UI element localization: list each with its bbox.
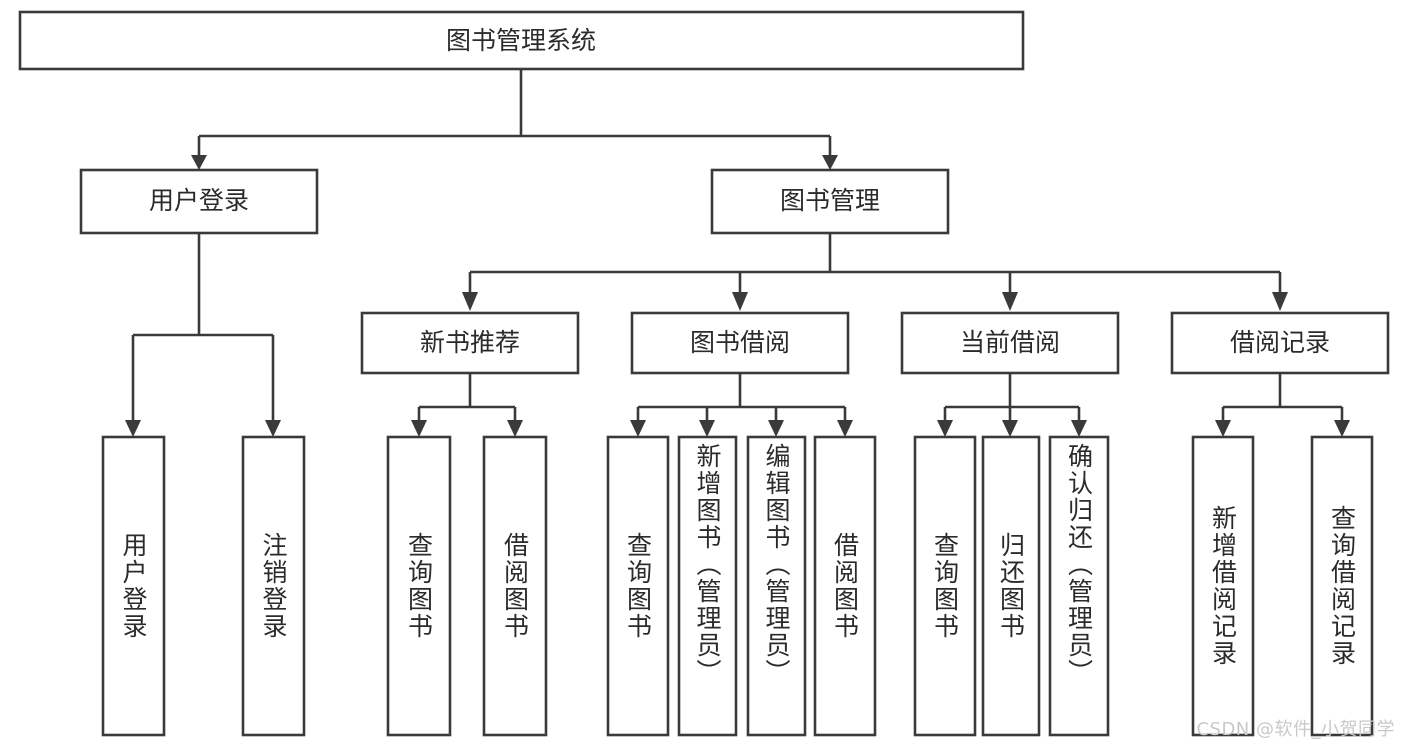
arrowhead-book-borrow (732, 292, 748, 311)
connector-bookmanage-bus (468, 233, 1282, 292)
arrowhead-current-borrow (1002, 292, 1018, 311)
node-new-book-recommend-label: 新书推荐 (420, 328, 520, 357)
arrowhead-leaf-borrow-book-2 (837, 420, 853, 437)
connector-bookborrow-bus (636, 373, 847, 420)
arrowhead-user-login (191, 155, 207, 170)
node-leaf-query-book-2[interactable] (606, 435, 670, 737)
node-leaf-query-book-1[interactable] (386, 435, 452, 737)
arrowhead-leaf-logout-login (265, 420, 281, 437)
node-leaf-borrow-book-1[interactable] (482, 435, 548, 737)
watermark-text: CSDN @软件_小贺同学 (1196, 719, 1395, 740)
node-layer: 图书管理系统 用户登录 图书管理 新书推荐 图书借阅 当前借阅 借阅记录 (18, 10, 1390, 737)
node-root-label: 图书管理系统 (446, 26, 596, 55)
connector-newbook-bus (417, 373, 517, 420)
arrowhead-leaf-add-record (1215, 420, 1231, 437)
arrowhead-leaf-borrow-book-1 (507, 420, 523, 437)
node-leaf-user-login[interactable] (101, 435, 166, 737)
node-book-borrow[interactable] (630, 311, 850, 375)
arrowhead-leaf-user-login (125, 420, 141, 437)
node-current-borrow[interactable] (900, 311, 1120, 375)
arrowhead-new-book-recommend (462, 292, 478, 311)
node-leaf-edit-book[interactable] (746, 435, 807, 737)
connector-currentborrow-bus (943, 373, 1081, 420)
arrowhead-book-manage (822, 155, 838, 170)
node-user-login[interactable] (79, 168, 319, 235)
node-leaf-add-record[interactable] (1191, 435, 1255, 737)
connector-userlogin-bus (131, 233, 275, 420)
node-current-borrow-label: 当前借阅 (960, 328, 1060, 357)
node-borrow-record-label: 借阅记录 (1230, 328, 1330, 357)
arrowhead-leaf-edit-book (768, 420, 784, 437)
node-root[interactable] (18, 10, 1025, 71)
node-new-book-recommend[interactable] (360, 311, 580, 375)
node-book-manage[interactable] (710, 168, 950, 235)
node-borrow-record[interactable] (1170, 311, 1390, 375)
arrowhead-leaf-query-book-2 (630, 420, 646, 437)
node-leaf-return-book[interactable] (981, 435, 1041, 737)
node-user-login-label: 用户登录 (149, 186, 249, 215)
arrowhead-leaf-query-book-3 (937, 420, 953, 437)
connector-root-bus (197, 69, 832, 155)
node-leaf-query-book-3[interactable] (913, 435, 977, 737)
connector-layer (125, 69, 1350, 437)
arrowhead-borrow-record (1272, 292, 1288, 311)
node-leaf-logout-login[interactable] (241, 435, 306, 737)
arrowhead-leaf-query-record (1334, 420, 1350, 437)
connector-borrowrecord-bus (1221, 373, 1344, 420)
node-leaf-add-book[interactable] (677, 435, 738, 737)
arrowhead-leaf-query-book-1 (411, 420, 427, 437)
arrowhead-leaf-add-book (699, 420, 715, 437)
node-leaf-query-record[interactable] (1310, 435, 1374, 737)
node-book-manage-label: 图书管理 (780, 186, 880, 215)
arrowhead-leaf-return-book (1002, 420, 1018, 437)
node-leaf-confirm-return[interactable] (1048, 435, 1110, 737)
node-book-borrow-label: 图书借阅 (690, 328, 790, 357)
arrowhead-leaf-confirm-return (1071, 420, 1087, 437)
node-leaf-borrow-book-2[interactable] (813, 435, 877, 737)
